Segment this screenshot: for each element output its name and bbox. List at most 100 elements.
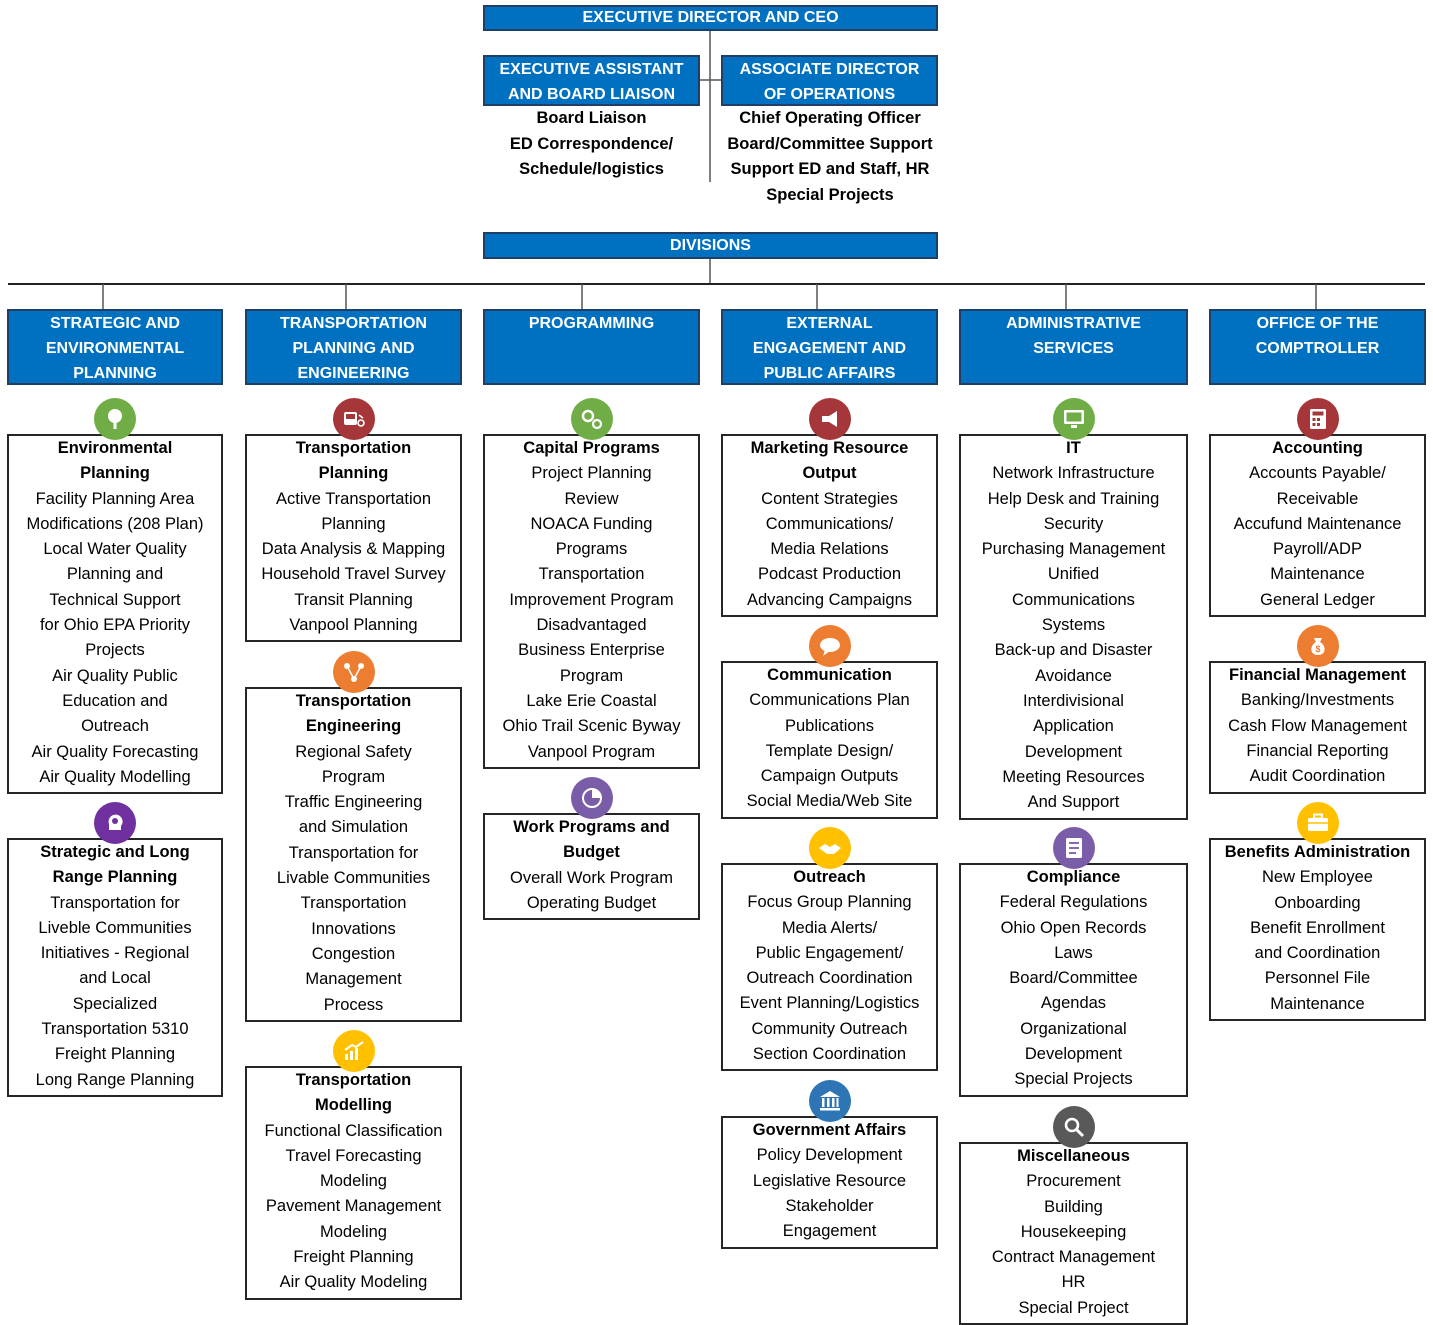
division-header-line: ADMINISTRATIVE (1006, 315, 1141, 332)
division-header-line: STRATEGIC AND (50, 315, 180, 332)
unit-item: Communications Plan (749, 691, 910, 710)
unit-item: Accufund Maintenance (1233, 514, 1402, 533)
unit-item: Maintenance (1270, 994, 1365, 1013)
unit-item: Outreach (81, 717, 149, 736)
unit-item: Development (1024, 1045, 1123, 1064)
unit-item: Publications (785, 716, 874, 735)
unit-item: Planning and (66, 565, 164, 584)
unit-item: Unified (1047, 565, 1100, 584)
division-header-line: COMPTROLLER (1255, 340, 1380, 357)
assistant-title-line2: AND BOARD LIAISON (507, 86, 676, 103)
unit-item: HR (1061, 1273, 1086, 1292)
unit-title: Capital Programs (523, 439, 660, 457)
unit-item: Federal Regulations (999, 893, 1148, 912)
division-header-line: OFFICE OF THE (1256, 315, 1379, 332)
associate-duties: Chief Operating Officer Board/Committee … (712, 106, 948, 208)
unit-item: Audit Coordination (1249, 767, 1386, 786)
associate-header: ASSOCIATE DIRECTOR OF OPERATIONS (721, 55, 938, 106)
unit-item: Avoidance (1035, 666, 1112, 685)
unit-item: Stakeholder (785, 1196, 874, 1215)
unit-item: And Support (1027, 793, 1120, 812)
tree-icon (94, 398, 136, 440)
unit-item: Regional Safety (295, 742, 412, 761)
unit-title: Work Programs and (513, 818, 670, 836)
unit-item: Community Outreach (751, 1019, 908, 1038)
unit-item: Business Enterprise (518, 641, 665, 660)
unit-item: Process (323, 995, 384, 1014)
assistant-header: EXECUTIVE ASSISTANT AND BOARD LIAISON (483, 55, 700, 106)
unit-item: Lake Erie Coastal (526, 691, 657, 710)
division-header-line: PROGRAMMING (528, 315, 655, 332)
magnifier-icon (1052, 1106, 1095, 1148)
unit-title: Planning (80, 464, 150, 483)
bus-bike-icon (332, 398, 375, 440)
unit-title: IT (1066, 439, 1081, 457)
megaphone-icon (808, 398, 851, 440)
unit-item: Local Water Quality (43, 540, 187, 559)
unit-item: Procurement (1026, 1172, 1121, 1191)
unit-item: Special Projects (1014, 1070, 1133, 1089)
division-header: OFFICE OF THE COMPTROLLER (1209, 309, 1426, 385)
government-building-icon (808, 1080, 851, 1122)
division-header: PROGRAMMING (483, 309, 700, 385)
divisions-title: DIVISIONS (670, 237, 751, 254)
money-bag-icon: $ (1296, 625, 1339, 667)
unit-item: Review (564, 489, 619, 508)
briefcase-icon (1296, 802, 1339, 844)
unit-item: Initiatives - Regional (40, 944, 190, 963)
unit-title: Planning (318, 464, 389, 483)
unit-item: Event Planning/Logistics (739, 994, 920, 1013)
unit-item: Transportation 5310 (41, 1020, 189, 1039)
division-header: ADMINISTRATIVE SERVICES (959, 309, 1188, 385)
unit-item: and Simulation (298, 818, 409, 837)
unit-item: and Coordination (1254, 944, 1381, 963)
unit-item: Freight Planning (293, 1248, 414, 1267)
division-header-line: SERVICES (1033, 340, 1114, 357)
unit-item: Engagement (782, 1222, 877, 1241)
unit-item: Air Quality Public (52, 666, 178, 685)
unit-item: Overall Work Program (510, 868, 673, 887)
unit-item: Programs (555, 540, 628, 559)
unit-item: Travel Forecasting (285, 1146, 422, 1165)
unit-item: Template Design/ (765, 741, 894, 760)
assistant-duty: Board Liaison (536, 109, 647, 127)
unit-item: Purchasing Management (981, 540, 1166, 559)
unit-title: Transportation (295, 439, 412, 457)
unit-title: Transportation (295, 692, 412, 710)
unit-item: Modeling (320, 1222, 387, 1241)
unit-item: Communications/ (765, 514, 894, 533)
unit-item: Pavement Management (265, 1197, 442, 1216)
unit-item: Organizational (1020, 1019, 1127, 1038)
division-header-line: PLANNING (73, 365, 157, 382)
unit-item: Ohio Open Records (1000, 918, 1147, 937)
unit-item: Air Quality Forecasting (31, 742, 199, 761)
unit-title: Modelling (315, 1096, 392, 1115)
unit-item: Outreach Coordination (746, 969, 913, 988)
unit-item: Cash Flow Management (1228, 716, 1407, 735)
divisions-header: DIVISIONS (483, 232, 938, 259)
unit-item: Podcast Production (757, 565, 902, 584)
unit-item: Help Desk and Training (987, 489, 1160, 508)
assistant-duty: Schedule/logistics (519, 160, 664, 178)
unit-item: Systems (1041, 616, 1106, 635)
gears-icon (570, 398, 613, 440)
division-header-line: PLANNING AND (292, 340, 415, 357)
unit-item: Back-up and Disaster (994, 641, 1153, 660)
unit-item: Technical Support (49, 590, 181, 609)
unit-title: Transportation (295, 1071, 412, 1089)
division-header-line: ENVIRONMENTAL (45, 340, 185, 357)
unit-item: Improvement Program (509, 590, 674, 609)
